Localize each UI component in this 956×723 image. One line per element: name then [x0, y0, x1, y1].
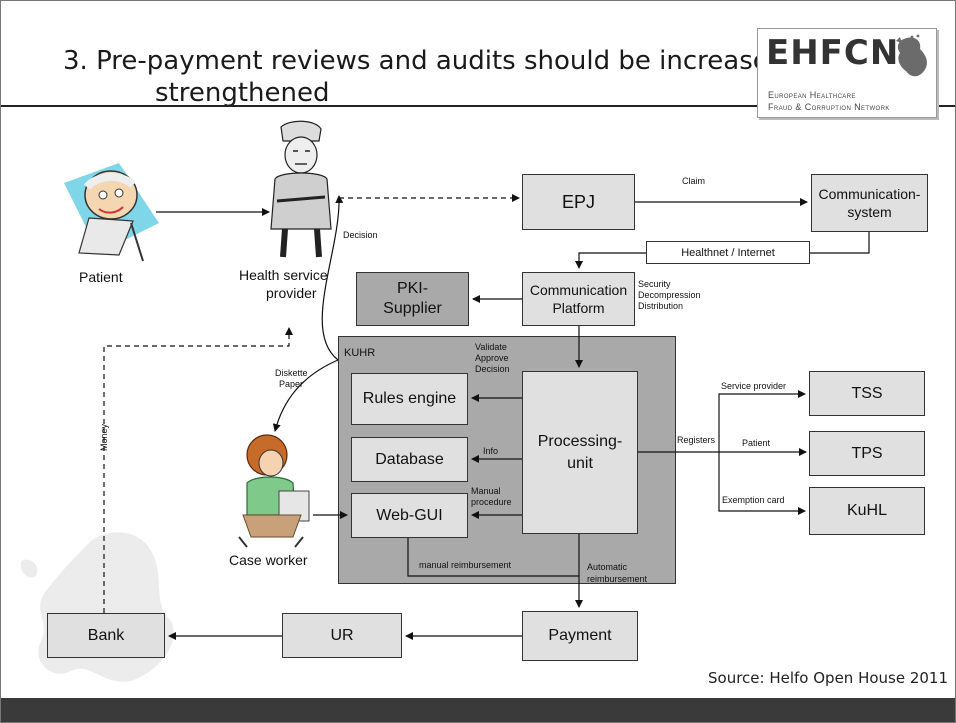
patient-figure	[64, 163, 159, 262]
footer-bar	[1, 698, 955, 722]
security-label: Security	[638, 279, 671, 289]
rules-engine-box: Rules engine	[351, 373, 468, 425]
exemption-card-label: Exemption card	[722, 495, 785, 505]
approve-label: Approve	[475, 353, 509, 363]
processing-unit-box: Processing-unit	[522, 371, 638, 534]
healthnet-box: Healthnet / Internet	[646, 241, 810, 264]
claim-label: Claim	[682, 176, 706, 186]
tss-box: TSS	[809, 371, 925, 416]
registers-label: Registers	[677, 435, 716, 445]
bank-box: Bank	[47, 613, 165, 658]
reimbursement-label: reimbursement	[587, 574, 648, 584]
ehfcn-logo: EHFCN European Healthcare Fraud & Corrup…	[757, 28, 937, 118]
paper-label: Paper	[279, 379, 304, 389]
decompression-label: Decompression	[638, 290, 701, 300]
patient-register-label: Patient	[742, 438, 771, 448]
header-rule	[1, 105, 955, 107]
communication-system-box: Communication-system	[811, 174, 928, 232]
pki-supplier-box: PKI-Supplier	[356, 272, 469, 326]
case-worker-label: Case worker	[229, 552, 308, 568]
payment-box: Payment	[522, 611, 638, 661]
health-service-provider-figure	[270, 120, 332, 258]
tps-box: TPS	[809, 431, 925, 476]
manual-reimbursement-label: manual reimbursement	[419, 560, 512, 570]
kuhl-box: KuHL	[809, 487, 925, 535]
slide-title-line2: strengthened	[155, 78, 330, 108]
logo-subtitle-1: European Healthcare	[768, 90, 856, 100]
source-note: Source: Helfo Open House 2011	[708, 669, 949, 687]
info-label: Info	[483, 446, 499, 456]
provider-label-line1: Health service	[239, 267, 328, 283]
case-worker-figure	[238, 434, 310, 548]
kuhr-label: KUHR	[344, 347, 376, 359]
validate-label: Validate	[475, 342, 507, 352]
patient-label: Patient	[79, 269, 123, 285]
ur-box: UR	[282, 613, 402, 658]
web-gui-box: Web-GUI	[351, 493, 468, 538]
database-box: Database	[351, 437, 468, 482]
decision-label: Decision	[343, 230, 378, 240]
service-provider-label: Service provider	[721, 381, 787, 391]
procedure-label: procedure	[471, 497, 512, 507]
slide-title-line1: 3. Pre-payment reviews and audits should…	[63, 46, 843, 76]
epj-box: EPJ	[522, 174, 635, 230]
diskette-label: Diskette	[275, 368, 308, 378]
decision2-label: Decision	[475, 364, 510, 374]
communication-platform-box: Communication Platform	[522, 272, 635, 326]
automatic-label: Automatic	[587, 562, 628, 572]
distribution-label: Distribution	[638, 301, 684, 311]
logo-subtitle-2: Fraud & Corruption Network	[768, 102, 890, 112]
money-label: Money	[99, 423, 109, 451]
provider-label-line2: provider	[266, 285, 317, 301]
manual-label: Manual	[471, 486, 501, 496]
europe-map-icon	[896, 34, 927, 77]
logo-wordmark: EHFCN	[766, 33, 900, 73]
